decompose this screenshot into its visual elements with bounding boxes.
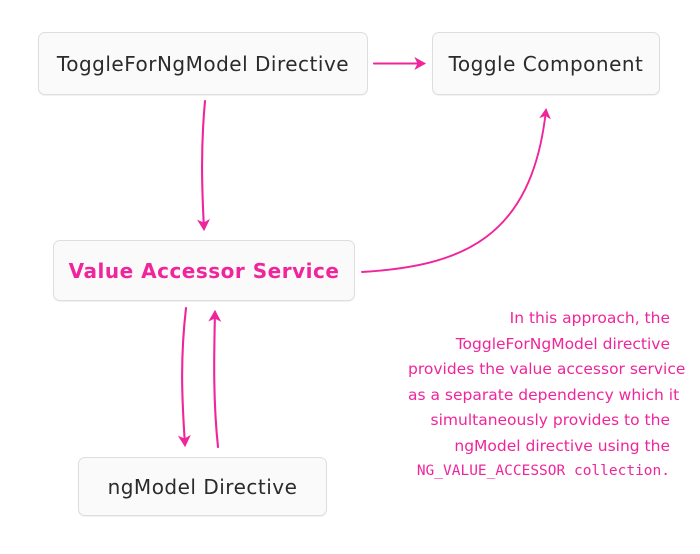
node-label: Toggle Component — [448, 51, 644, 76]
annotation-line: In this approach, the — [509, 309, 670, 327]
annotation-text-block: In this approach, the ToggleForNgModel d… — [408, 306, 686, 485]
node-label: Value Accessor Service — [68, 258, 340, 283]
annotation-line: as a separate dependency which it — [408, 385, 680, 404]
node-toggle-for-ngmodel-directive: ToggleForNgModel Directive — [38, 32, 368, 95]
node-ngmodel-directive: ngModel Directive — [78, 457, 327, 516]
node-label: ToggleForNgModel Directive — [56, 51, 350, 76]
node-label: ngModel Directive — [107, 474, 298, 499]
arrow-ngmodel-to-accessor — [208, 309, 222, 449]
annotation-line: provides the value accessor service — [408, 360, 686, 378]
arrow-directive-to-accessor — [197, 99, 210, 232]
node-value-accessor-service: Value Accessor Service — [53, 240, 355, 301]
node-toggle-component: Toggle Component — [432, 32, 660, 95]
arrow-accessor-to-component — [361, 108, 551, 273]
annotation-line: NG_VALUE_ACCESSOR collection. — [416, 463, 670, 479]
annotation-line: ToggleForNgModel directive — [455, 334, 670, 353]
annotation-line: simultaneously provides to the — [430, 411, 670, 429]
arrow-accessor-to-ngmodel — [177, 306, 191, 448]
annotation-line: ngModel directive using the — [454, 436, 670, 455]
